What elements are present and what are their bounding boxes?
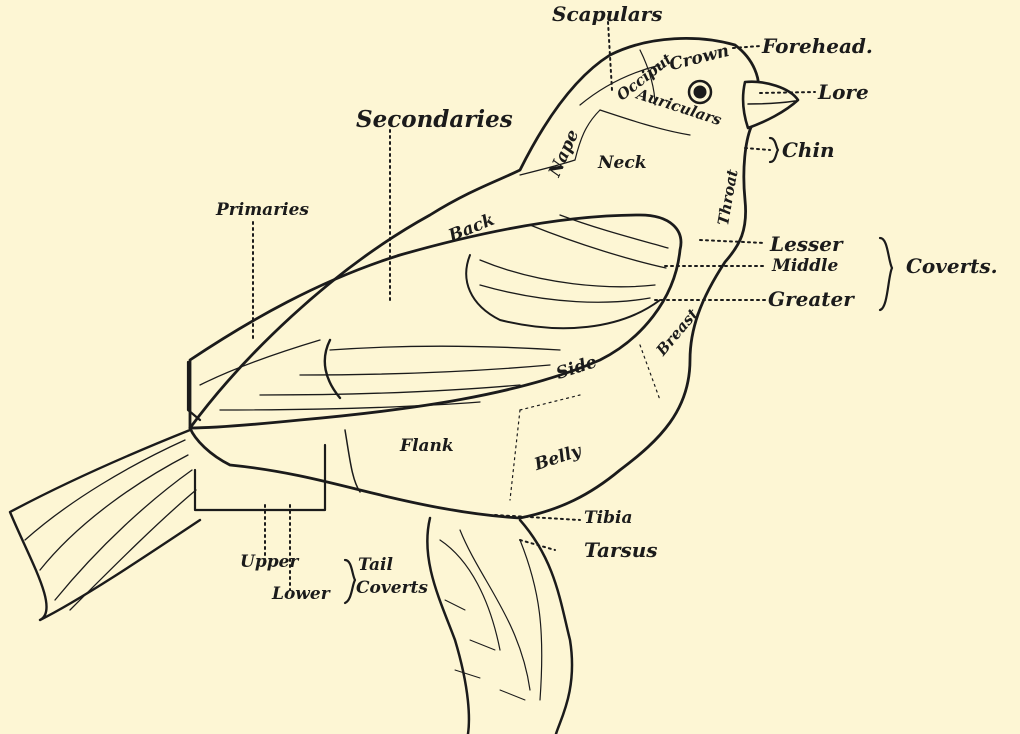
label-secondaries: Secondaries xyxy=(356,108,513,131)
label-middle: Middle xyxy=(772,258,838,275)
leader-lines xyxy=(253,22,815,590)
label-tail-coverts: Coverts xyxy=(356,580,428,597)
label-tibia: Tibia xyxy=(584,510,632,527)
label-chin: Chin xyxy=(782,140,835,160)
label-tail: Tail xyxy=(358,557,393,574)
label-lore: Lore xyxy=(818,82,869,102)
label-upper: Upper xyxy=(240,554,298,571)
label-coverts: Coverts. xyxy=(906,256,998,276)
label-primaries: Primaries xyxy=(216,202,309,219)
tail xyxy=(10,430,200,620)
label-greater: Greater xyxy=(768,289,854,309)
label-scapulars: Scapulars xyxy=(552,4,662,24)
wing xyxy=(188,215,681,428)
branch xyxy=(427,518,572,734)
label-flank: Flank xyxy=(400,438,454,455)
label-forehead: Forehead. xyxy=(762,36,873,56)
beak xyxy=(743,82,798,128)
label-lower: Lower xyxy=(272,586,330,603)
label-neck: Neck xyxy=(598,155,647,172)
label-tarsus: Tarsus xyxy=(584,540,658,560)
eye xyxy=(689,81,711,103)
label-lesser: Lesser xyxy=(770,234,843,254)
